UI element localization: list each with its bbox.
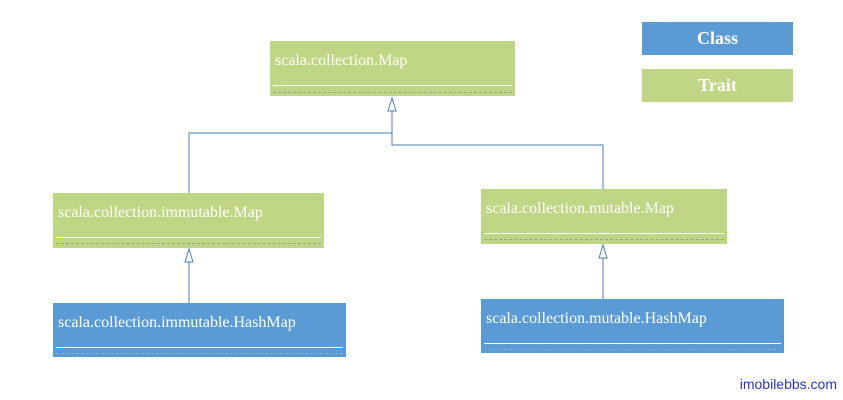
node-separator <box>484 233 724 234</box>
legend-trait: Trait <box>642 69 793 102</box>
node-label: scala.collection.immutable.HashMap <box>58 314 296 331</box>
node-label: scala.collection.immutable.Map <box>58 204 263 221</box>
node-separator <box>484 349 781 350</box>
node-separator <box>484 239 724 240</box>
node-label: scala.collection.Map <box>275 52 408 69</box>
node-separator <box>484 343 781 344</box>
node-separator <box>56 237 321 238</box>
node-scala-collection-mutable-hashmap: scala.collection.mutable.HashMap <box>481 299 784 353</box>
node-label: scala.collection.mutable.Map <box>486 200 674 217</box>
node-scala-collection-immutable-hashmap: scala.collection.immutable.HashMap <box>53 303 346 357</box>
node-separator <box>56 243 321 244</box>
node-scala-collection-mutable-map: scala.collection.mutable.Map <box>481 189 727 244</box>
node-scala-collection-immutable-map: scala.collection.immutable.Map <box>53 193 324 248</box>
node-separator <box>56 353 343 354</box>
node-separator <box>273 92 512 93</box>
arrowhead-immutable-map <box>184 247 194 263</box>
node-separator <box>273 85 512 86</box>
arrowhead-mutable-map <box>598 243 608 259</box>
edge-mutable-map-to-map <box>391 111 604 189</box>
arrowhead-map <box>387 96 397 112</box>
node-separator <box>56 347 343 348</box>
edge-immutable-map-to-map <box>188 111 393 193</box>
site-watermark: imobilebbs.com <box>739 376 837 392</box>
node-scala-collection-map: scala.collection.Map <box>270 41 515 96</box>
node-label: scala.collection.mutable.HashMap <box>486 310 707 327</box>
legend-class: Class <box>642 22 793 55</box>
